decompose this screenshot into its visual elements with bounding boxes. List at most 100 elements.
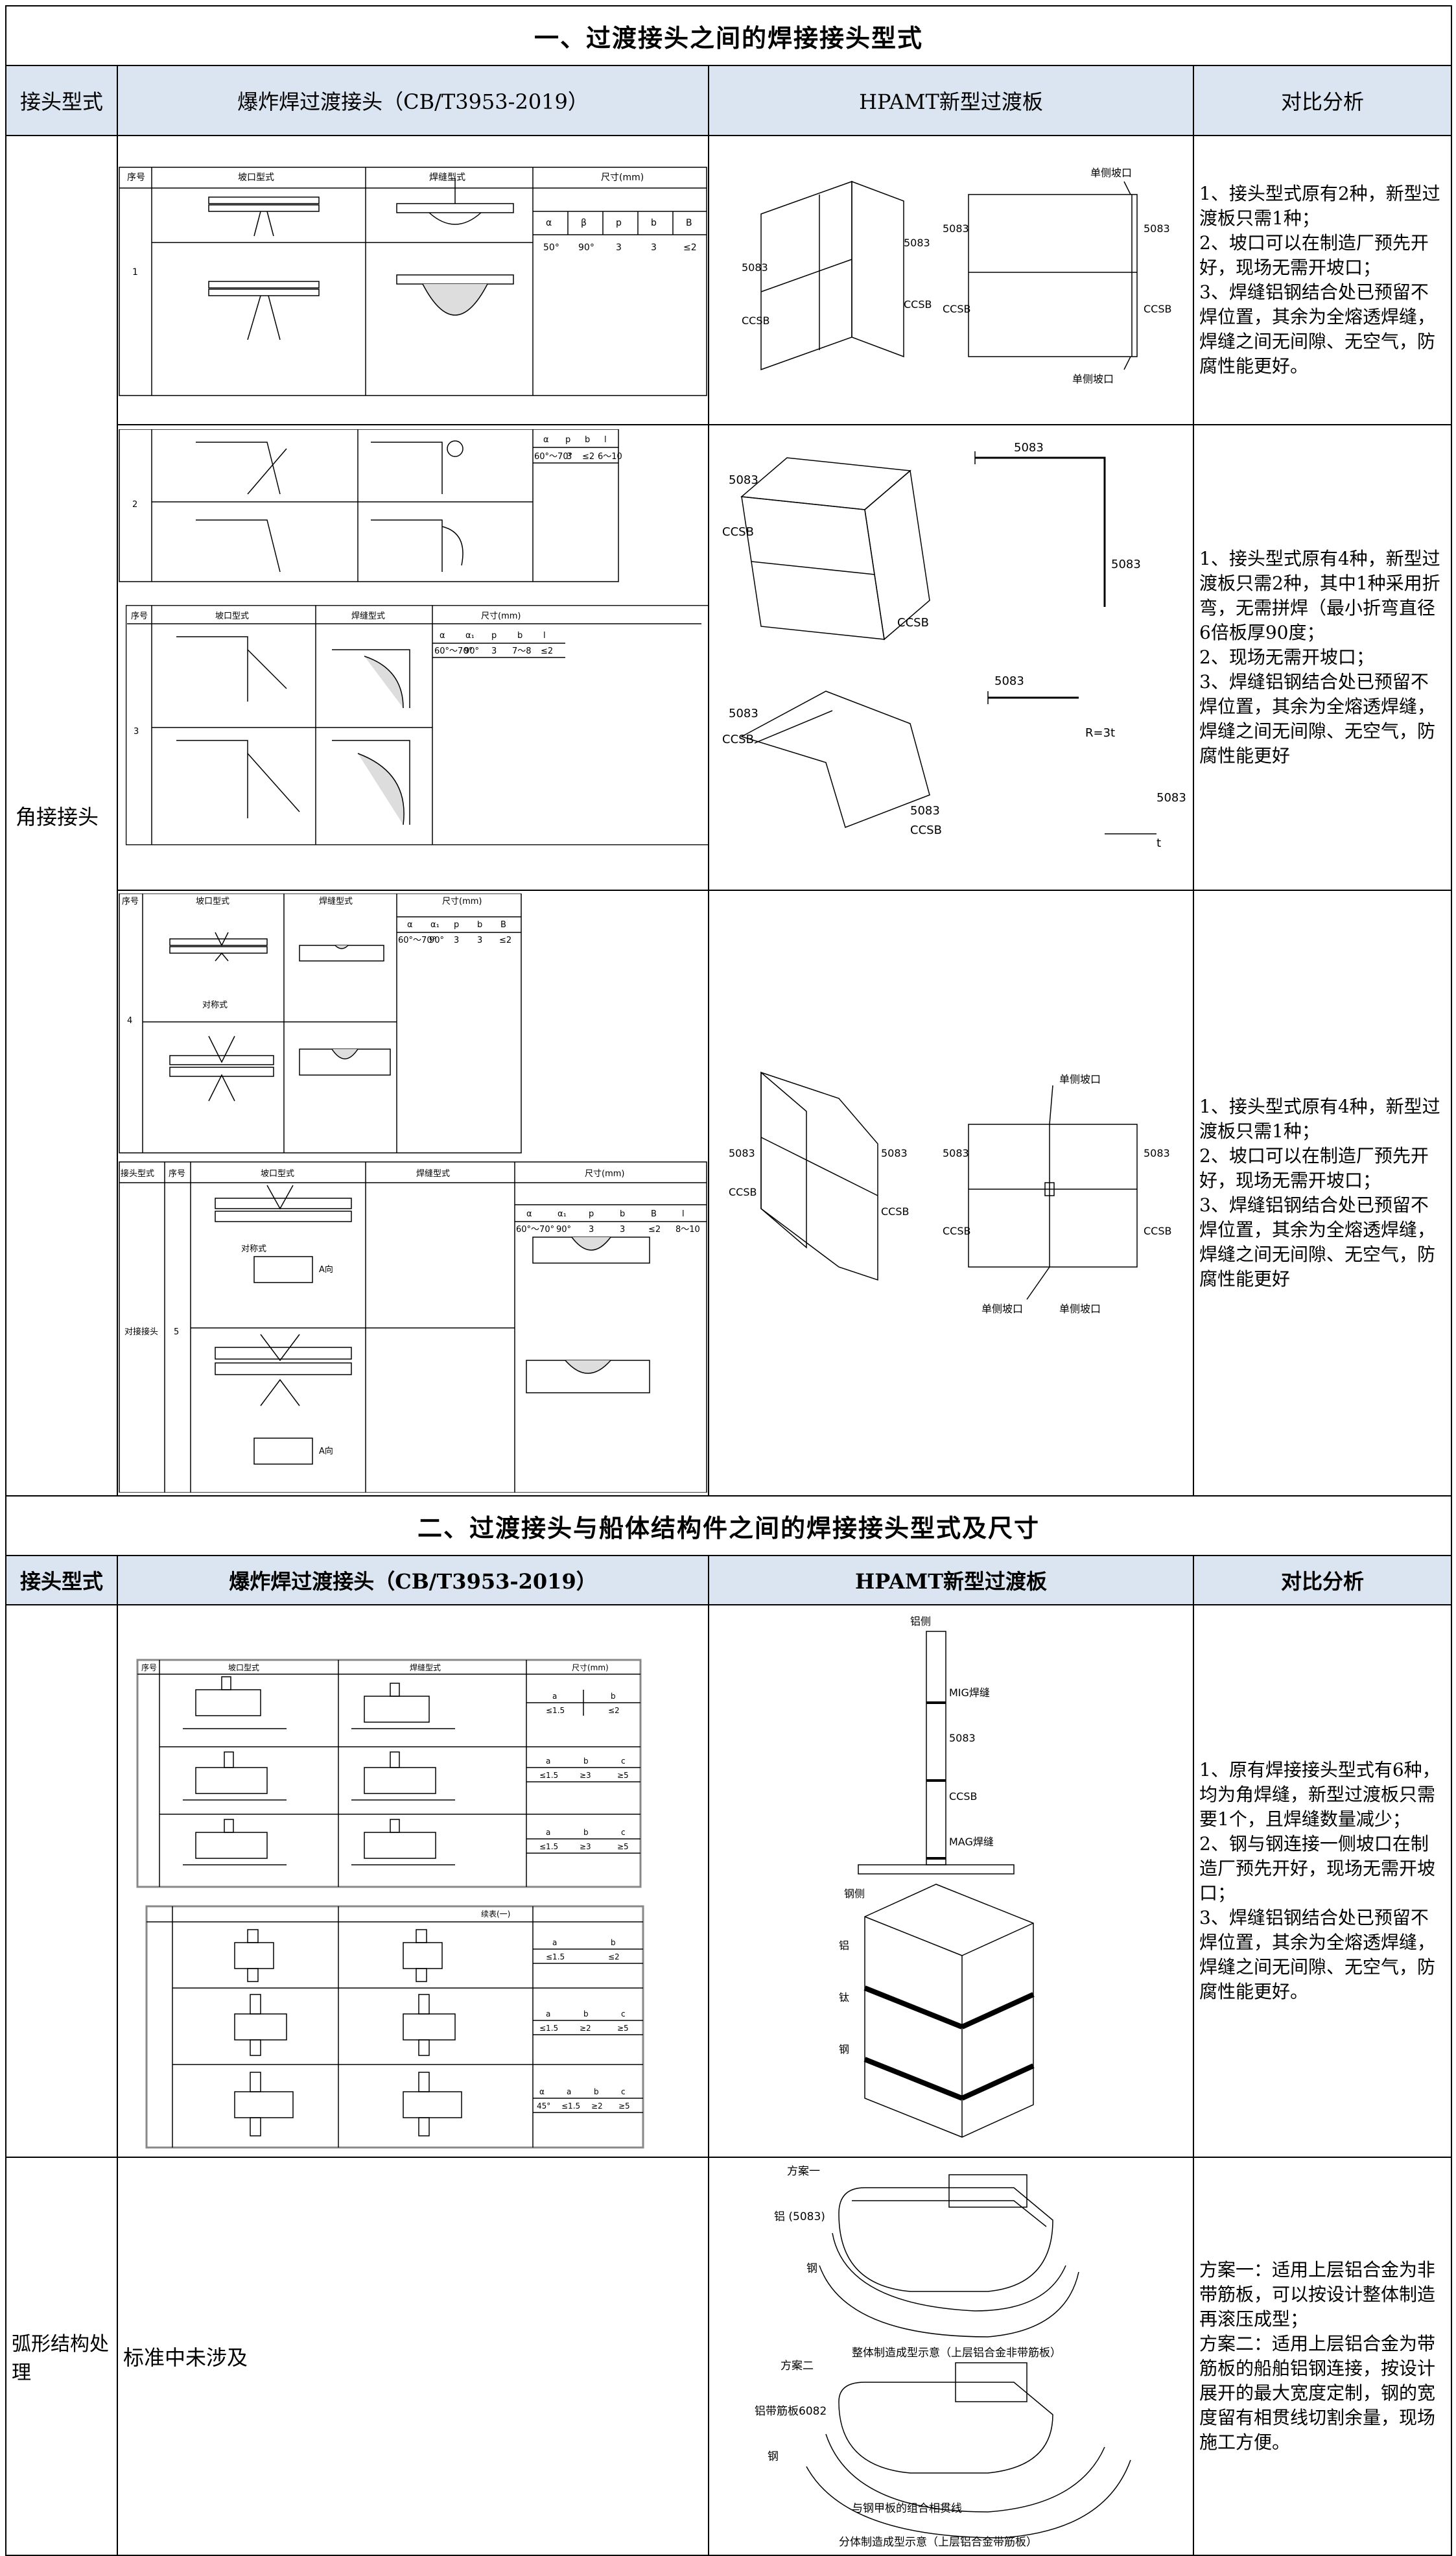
hpamt1-bevel-top: 单侧坡口 — [1090, 167, 1132, 179]
hpamt1-5083-r1: 5083 — [943, 222, 969, 235]
hpamt3-5083-a: 5083 — [729, 1147, 755, 1159]
hpamt4-al: 铝 — [839, 1939, 849, 1952]
std4-col-weld: 焊缝型式 — [410, 1663, 441, 1672]
hpamt2-t: t — [1157, 836, 1161, 850]
std1-col-seq: 序号 — [127, 172, 145, 183]
std4-t2r3-sym-3: c — [621, 2087, 626, 2096]
std3b-val-2: 3 — [589, 1225, 594, 1235]
analysis-2-line-3: 3、焊缝铝钢结合处已预留不焊位置，其余为全熔透焊缝，焊缝之间无间隙、无空气，防腐… — [1199, 671, 1436, 766]
std2a-val-0: 60°～70° — [534, 452, 572, 462]
std-figure-cell-1: 序号 坡口型式 焊缝型式 尺寸(mm) α β p b B 50° 90° 3 … — [117, 135, 709, 425]
hpamt3-bevel-top: 单侧坡口 — [1059, 1073, 1101, 1085]
hpamt2-5083-g: 5083 — [1157, 791, 1186, 805]
hpamt2-radius: R=3t — [1085, 726, 1115, 740]
std3a-sym-2: p — [454, 920, 459, 930]
std3a-sym-3: b — [477, 920, 482, 930]
std4-r1-val-0: ≤1.5 — [546, 1706, 565, 1715]
std3a-sym-0: α — [407, 920, 413, 930]
std1-sym-3: b — [651, 218, 657, 228]
std-table-figure-4: 序号 坡口型式 焊缝型式 尺寸(mm) a b ≤1.5 ≤2 a b c ≤1… — [118, 1605, 708, 2157]
plan2-al: 铝带筋板6082 — [755, 2405, 827, 2418]
std2b-col-size: 尺寸(mm) — [481, 611, 521, 621]
header2-analysis: 对比分析 — [1192, 1555, 1453, 1605]
std4-r3-sym-2: c — [621, 1828, 626, 1837]
analysis-5-line-1: 方案一：适用上层铝合金为非带筋板，可以按设计整体制造再滚压成型； — [1199, 2259, 1436, 2330]
analysis-5-line-2: 方案二：适用上层铝合金为带筋板的船舶铝钢连接，按设计展开的最大宽度定制，钢的宽度… — [1199, 2333, 1436, 2453]
std-table-figure-1: 序号 坡口型式 焊缝型式 尺寸(mm) α β p b B 50° 90° 3 … — [118, 152, 708, 398]
std4-r3-val-0: ≤1.5 — [539, 1842, 558, 1851]
std3a-row-no: 4 — [127, 1016, 132, 1026]
hpamt1-5083-r2: 5083 — [1144, 222, 1170, 235]
std3a-val-4: ≤2 — [499, 936, 511, 945]
std4-r3-val-1: ≥3 — [580, 1842, 591, 1851]
std4-t2r3-val-1: ≤1.5 — [561, 2101, 580, 2111]
std2b-val-4: ≤2 — [541, 646, 553, 656]
std1-val-2: 3 — [616, 243, 622, 253]
std3b-sym-3: b — [620, 1209, 625, 1219]
plan2-caption: 分体制造成型示意（上层铝合金带筋板） — [839, 2536, 1037, 2549]
hpamt1-5083-mid: 5083 — [904, 237, 930, 249]
hpamt-figure-3: 5083 CCSB 5083 CCSB 5083 CCSB 5083 CCSB … — [722, 1059, 1189, 1319]
hpamt4-mig: MIG焊缝 — [949, 1686, 990, 1699]
std3a-col-size: 尺寸(mm) — [442, 897, 482, 906]
analysis-1-line-3: 3、焊缝铝钢结合处已预留不焊位置，其余为全熔透焊缝，焊缝之间无间隙、无空气，防腐… — [1199, 281, 1436, 377]
std3b-sym-1: α₁ — [558, 1209, 567, 1219]
std3b-col-size: 尺寸(mm) — [585, 1169, 624, 1179]
plan2-steel: 钢 — [768, 2450, 779, 2463]
std4-t2r3-val-0: 45° — [537, 2101, 550, 2111]
std1-sym-4: B — [686, 218, 692, 228]
std4-col-groove: 坡口型式 — [228, 1663, 259, 1672]
std4-t2r1-val-0: ≤1.5 — [546, 1952, 565, 1961]
std2b-sym-1: α₁ — [465, 631, 475, 641]
analysis-2-line-2: 2、现场无需开坡口； — [1199, 646, 1374, 668]
row-hull-structure: 序号 坡口型式 焊缝型式 尺寸(mm) a b ≤1.5 ≤2 a b c ≤1… — [5, 1604, 1453, 2158]
std3b-sym-2: p — [589, 1209, 594, 1219]
std4-r2-sym-2: c — [621, 1757, 626, 1766]
std3a-sym-1: α₁ — [430, 920, 440, 930]
hpamt-figure-4: 铝侧 MIG焊缝 5083 CCSB MAG焊缝 钢侧 铝 钛 钢 — [839, 1612, 1072, 2150]
std3a-col-seq: 序号 — [122, 897, 139, 906]
std4-r2-sym-1: b — [583, 1757, 589, 1766]
std3b-col-weld: 焊缝型式 — [416, 1168, 450, 1179]
std1-col-weld: 焊缝型式 — [429, 172, 465, 183]
std4-t2r1-sym-1: b — [611, 1938, 616, 1947]
std3b-type-name: 对接接头 — [124, 1327, 158, 1337]
section1-title: 一、过渡接头之间的焊接接头型式 — [5, 5, 1453, 66]
std3a-val-0: 60°～70° — [398, 936, 436, 945]
hpamt-figure-1: 5083 CCSB 5083 CCSB 5083 CCSB 5083 CCSB … — [722, 162, 1189, 408]
analysis-1-line-1: 1、接头型式原有2种，新型过渡板只需1种； — [1199, 183, 1440, 229]
hpamt1-bevel-bottom: 单侧坡口 — [1072, 373, 1114, 385]
std-figure-cell-4: 序号 坡口型式 焊缝型式 尺寸(mm) a b ≤1.5 ≤2 a b c ≤1… — [117, 1604, 709, 2158]
std2a-row-no: 2 — [132, 500, 137, 510]
std4-r3-sym-0: a — [546, 1828, 550, 1837]
section2-title: 二、过渡接头与船体结构件之间的焊接接头型式及尺寸 — [5, 1495, 1453, 1556]
hpamt2-5083-d: 5083 — [729, 707, 758, 720]
std4-t2r3-val-2: ≥2 — [591, 2101, 603, 2111]
hpamt4-5083: 5083 — [949, 1732, 976, 1744]
std2b-sym-0: α — [440, 631, 445, 641]
hpamt3-5083-b: 5083 — [881, 1147, 908, 1159]
header-analysis: 对比分析 — [1192, 65, 1453, 136]
label-curved-structure: 弧形结构处理 — [5, 2157, 118, 2556]
std2b-val-2: 3 — [491, 646, 497, 656]
row-t-joint: 角接接头 — [5, 135, 1453, 1497]
hpamt4-mag: MAG焊缝 — [949, 1836, 994, 1848]
std2a-sym-1: p — [565, 435, 570, 445]
std2b-val-3: 7～8 — [512, 646, 532, 656]
std1-row-no: 1 — [132, 267, 138, 278]
std3b-val-1: 90° — [556, 1225, 571, 1235]
plan2-note: 与钢甲板的组合相贯线 — [852, 2502, 962, 2515]
hpamt1-ccsb-left: CCSB — [742, 314, 769, 327]
hpamt1-ccsb-mid: CCSB — [904, 298, 932, 311]
std3a-val-1: 90° — [429, 936, 444, 945]
std3b-val-3: 3 — [620, 1225, 625, 1235]
std4-t2r1-val-1: ≤2 — [608, 1952, 620, 1961]
std4-t2r2-val-1: ≥2 — [580, 2024, 591, 2033]
std2a-val-1: 3 — [567, 452, 572, 462]
analysis-3-line-3: 3、焊缝铝钢结合处已预留不焊位置，其余为全熔透焊缝，焊缝之间无间隙、无空气，防腐… — [1199, 1194, 1436, 1290]
hpamt3-bevel-bottom-2: 单侧坡口 — [1059, 1303, 1101, 1315]
hpamt3-ccsb-a: CCSB — [729, 1186, 757, 1198]
std3b-sym-5: l — [682, 1209, 685, 1219]
section1-header-row: 接头型式 爆炸焊过渡接头（CB/T3953-2019） HPAMT新型过渡板 对… — [5, 65, 1453, 136]
std3a-caption: 对称式 — [202, 1000, 228, 1010]
